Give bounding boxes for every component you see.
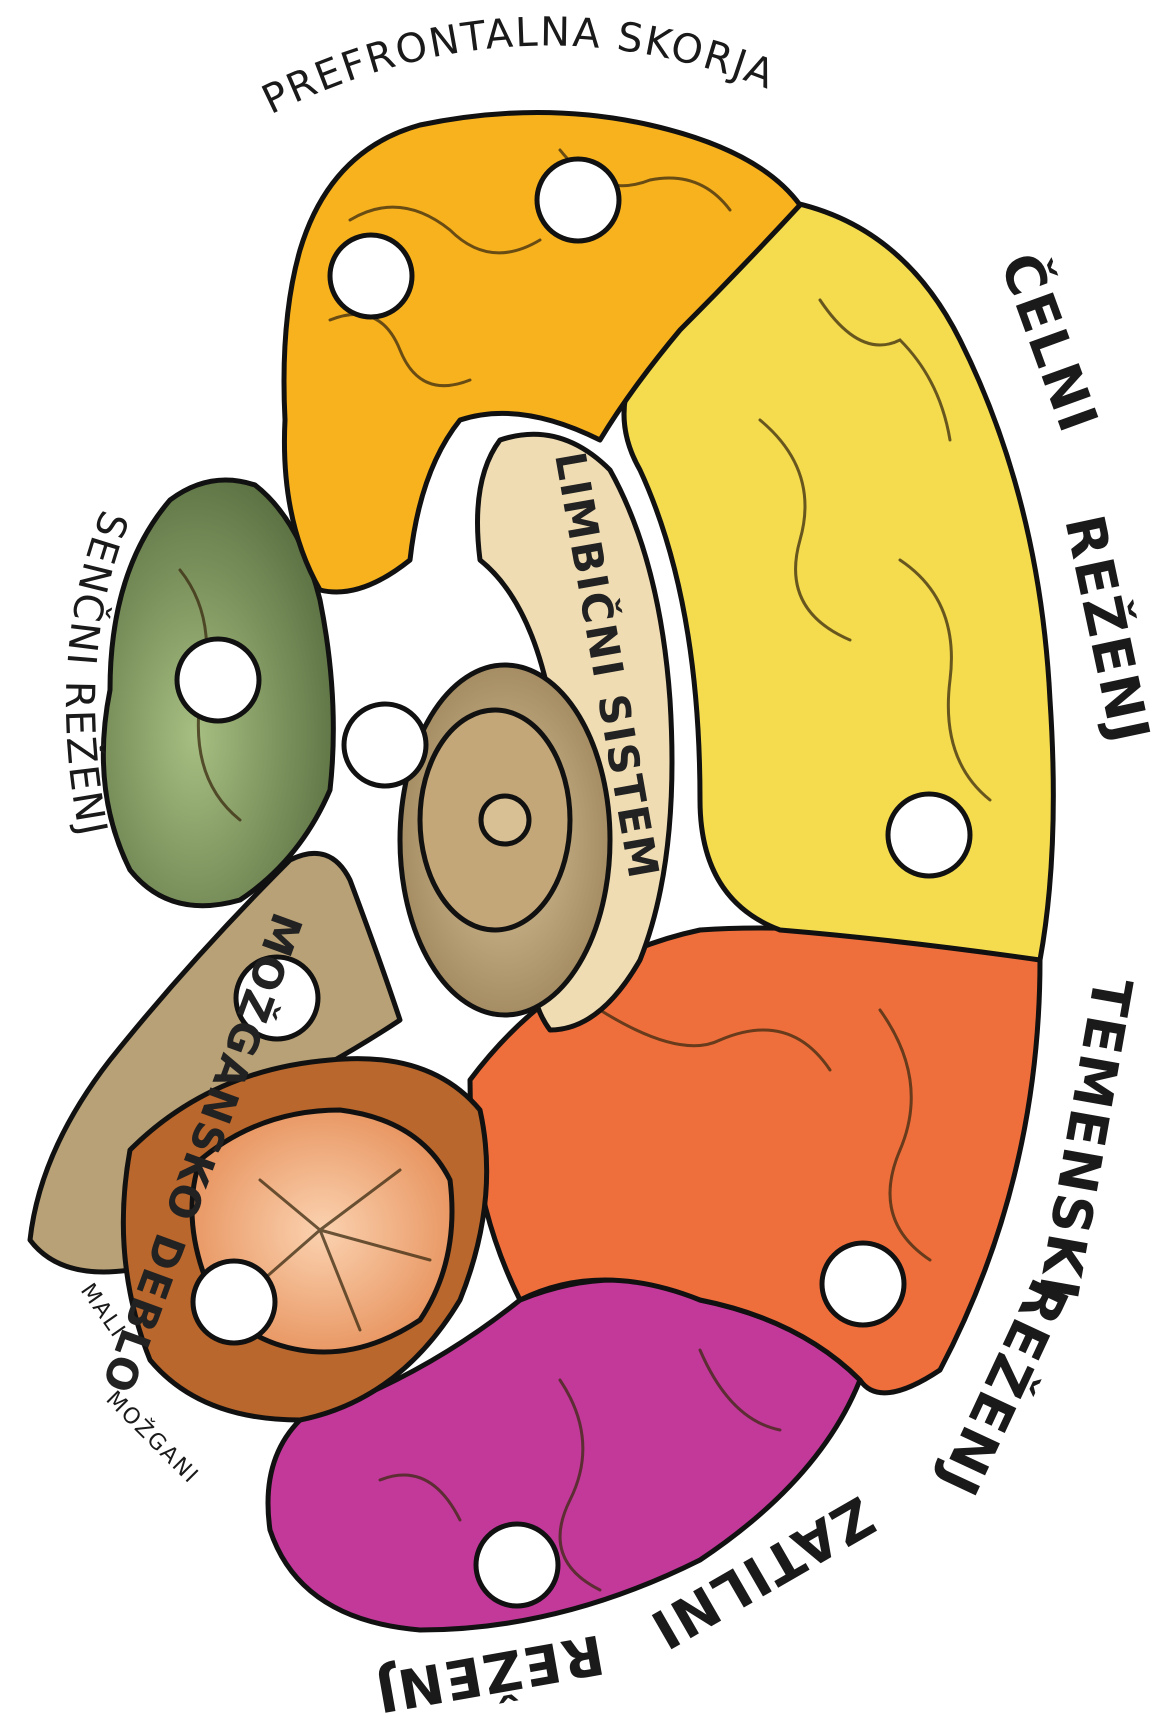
label-cerebellum-b: MOŽGANI: [101, 1386, 205, 1490]
hole-prefrontal-left: [330, 235, 412, 317]
label-frontal-b: REŽENJ: [1052, 510, 1156, 750]
thalamus-nucleus: [481, 796, 529, 844]
hole-temporal: [177, 639, 259, 721]
label-occipital-b: REŽENJ: [369, 1622, 608, 1724]
hole-parietal: [822, 1243, 904, 1325]
hole-occipital: [476, 1524, 558, 1606]
label-prefrontal: PREFRONTALNA SKORJA: [255, 9, 782, 123]
hole-cerebellum: [193, 1261, 275, 1343]
label-frontal-a: ČELNI: [988, 245, 1111, 442]
hole-prefrontal-top: [537, 159, 619, 241]
hole-frontal: [888, 794, 970, 876]
label-parietal-a: TEMENSKI: [1026, 973, 1145, 1305]
hole-limbic: [344, 704, 426, 786]
